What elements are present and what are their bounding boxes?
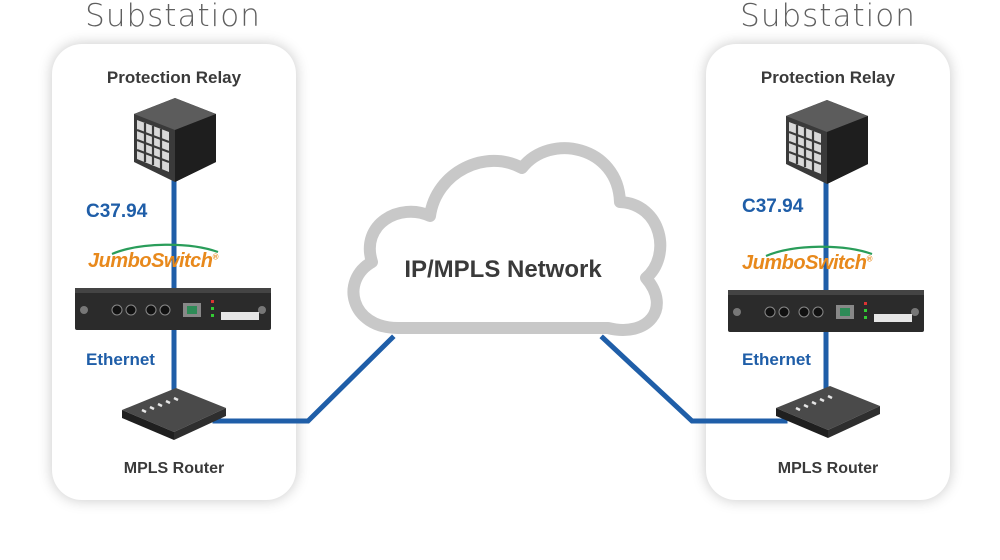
jumboswitch-device-icon-left xyxy=(75,288,271,330)
cloud-icon xyxy=(347,142,667,336)
brand-part2: Switch xyxy=(151,250,213,272)
mpls-router-icon-right xyxy=(776,386,880,438)
jumboswitch-device-icon-right xyxy=(728,290,924,332)
mpls-router-icon-left xyxy=(122,388,226,440)
brand-part2: Switch xyxy=(805,252,867,274)
relay-link-label-left: C37.94 xyxy=(86,201,148,222)
protection-relay-icon-right xyxy=(786,100,868,184)
wan-link-line-right xyxy=(599,334,788,424)
protection-relay-icon-left xyxy=(134,98,216,182)
router-link-label-right: Ethernet xyxy=(742,350,811,369)
brand-logo-right: JumboSwitch® xyxy=(742,252,872,275)
router-label-left: MPLS Router xyxy=(123,460,225,477)
router-label-right: MPLS Router xyxy=(777,460,879,477)
brand-part1: Jumbo xyxy=(742,252,806,274)
brand-mark: ® xyxy=(866,254,873,264)
brand-part1: Jumbo xyxy=(88,250,152,272)
relay-link-label-right: C37.94 xyxy=(742,196,804,217)
relay-label-right: Protection Relay xyxy=(760,68,896,87)
wan-link-line-left xyxy=(212,334,396,424)
brand-swoosh-icon-left xyxy=(111,243,219,256)
brand-mark: ® xyxy=(212,252,219,262)
brand-swoosh-icon-right xyxy=(765,245,873,258)
site-title-right: Substation xyxy=(740,0,916,34)
router-link-label-left: Ethernet xyxy=(86,350,155,369)
relay-label-left: Protection Relay xyxy=(106,68,242,87)
site-title-left: Substation xyxy=(85,0,261,34)
network-label: IP/MPLS Network xyxy=(404,256,602,283)
brand-logo-left: JumboSwitch® xyxy=(88,250,218,273)
